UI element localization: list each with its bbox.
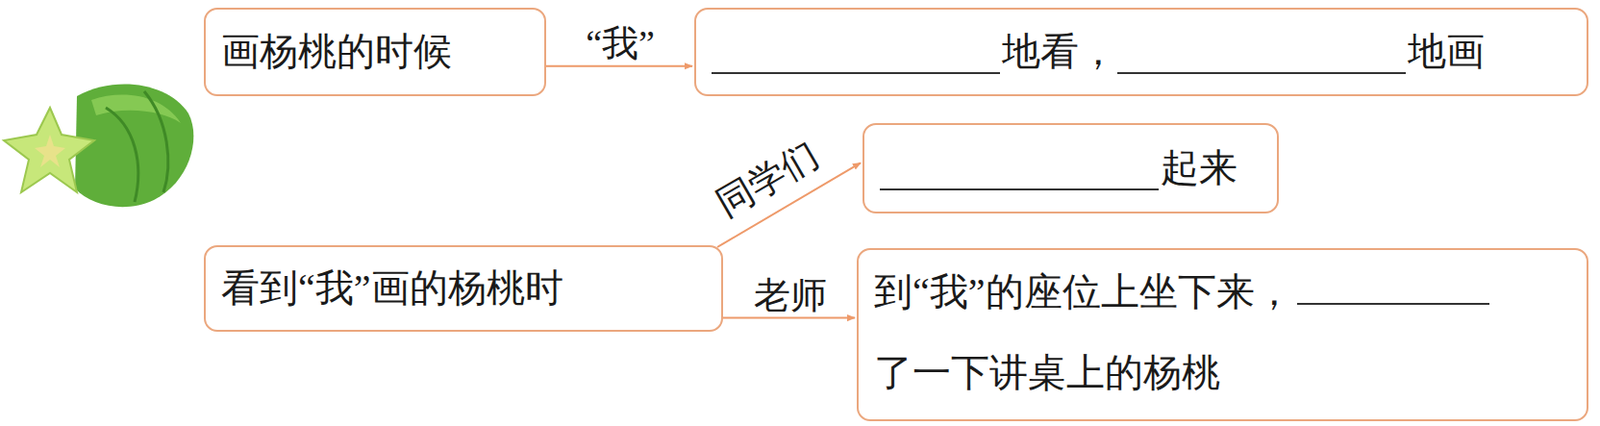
node-text: 了一下讲桌上的杨桃 [874, 350, 1221, 395]
star-fruit-illustration [0, 0, 212, 222]
fruit-ridge [105, 107, 139, 202]
text-box: 看到“我”画的杨桃时 [203, 245, 724, 332]
node-text: 看到“我”画的杨桃时 [221, 263, 564, 314]
node-text: 地画 [1407, 26, 1485, 77]
fill-blank [879, 146, 1159, 191]
fruit-highlight [91, 95, 181, 124]
node-text: 地看， [1001, 26, 1118, 77]
arrow-connector [546, 65, 693, 68]
fruit-ridge [144, 91, 169, 193]
fruit-star-slice [3, 107, 95, 193]
node-text: 起来 [1160, 143, 1238, 194]
text-box: 地看， 地画 [694, 7, 1589, 97]
fill-blank [711, 29, 1000, 75]
edge-label: 老师 [753, 275, 827, 317]
text-line: 到“我”的座位上坐下来， [874, 251, 1572, 333]
node-text: 画杨桃的时候 [221, 26, 452, 77]
text-box: 到“我”的座位上坐下来， 了一下讲桌上的杨桃 [856, 248, 1589, 422]
edge-label: “我” [585, 24, 655, 65]
text-box: 画杨桃的时候 [203, 7, 547, 97]
arrow-connector [723, 317, 855, 320]
edge-label: 同学们 [710, 135, 826, 225]
text-line: 了一下讲桌上的杨桃 [874, 332, 1572, 414]
fill-blank [1117, 29, 1406, 75]
fruit-core [34, 134, 66, 168]
fruit-body [75, 84, 194, 208]
fill-blank [1297, 260, 1490, 305]
node-text: 到“我”的座位上坐下来， [874, 270, 1294, 314]
text-box: 起来 [862, 123, 1279, 214]
